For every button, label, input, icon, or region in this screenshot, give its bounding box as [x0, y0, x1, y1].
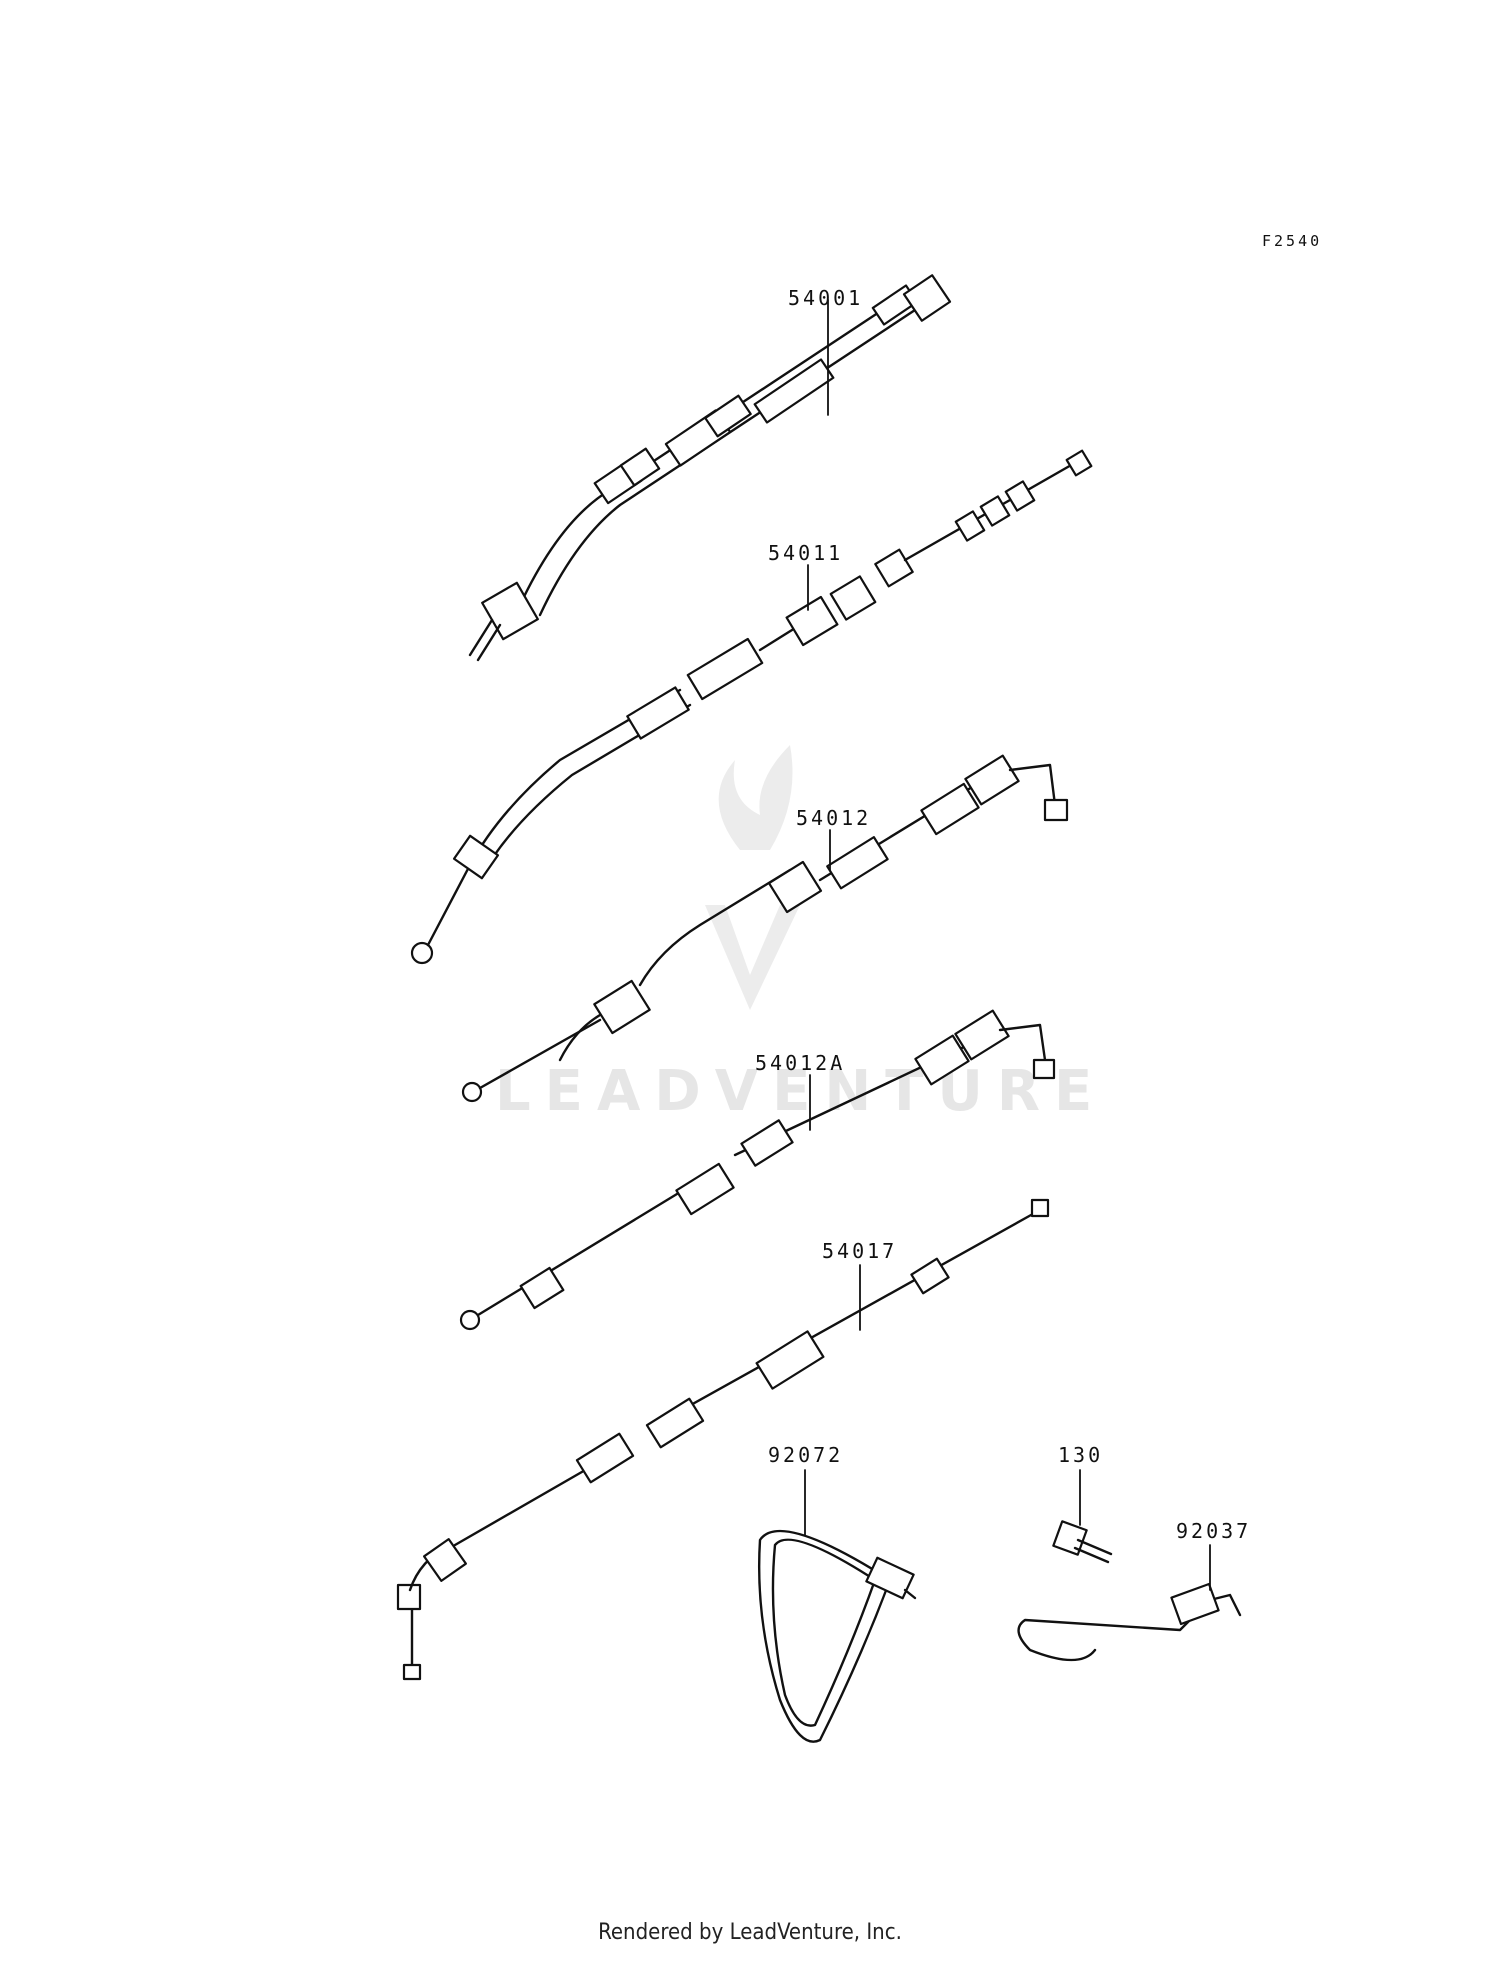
cable-54001[interactable] — [468, 274, 952, 662]
cable-54011[interactable] — [410, 449, 1093, 965]
clamp-92037[interactable] — [1017, 1544, 1242, 1662]
bolt-130[interactable] — [1052, 1469, 1113, 1564]
label-92037: 92037 — [1176, 1519, 1251, 1543]
label-54017: 54017 — [822, 1239, 897, 1263]
label-54012A: 54012A — [755, 1051, 845, 1075]
label-54001: 54001 — [788, 286, 863, 310]
cable-54012[interactable] — [461, 754, 1069, 1103]
watermark: LEADVENTURE — [495, 745, 1106, 1124]
label-54012: 54012 — [796, 806, 871, 830]
label-130: 130 — [1058, 1443, 1103, 1467]
label-92072: 92072 — [768, 1443, 843, 1467]
cable-54012A[interactable] — [459, 1009, 1056, 1331]
footer-credit: Rendered by LeadVenture, Inc. — [598, 1920, 902, 1945]
cable-54017[interactable] — [396, 1198, 1050, 1681]
label-54011: 54011 — [768, 541, 843, 565]
watermark-text: LEADVENTURE — [495, 1059, 1106, 1124]
diagram-code: F2540 — [1262, 232, 1322, 250]
band-92072[interactable] — [757, 1469, 917, 1743]
